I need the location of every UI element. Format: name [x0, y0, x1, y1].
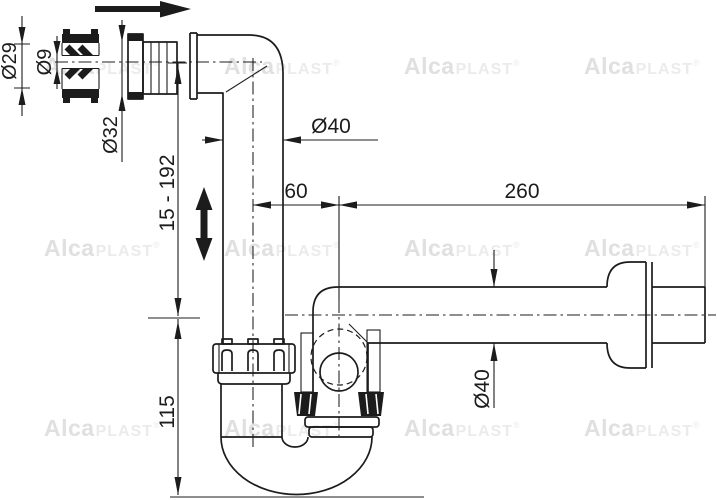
inlet-elbow-pipe [189, 32, 284, 344]
dim-trap-height: 115 [156, 319, 424, 498]
dim-inlet-inner: Ø9 [34, 36, 61, 89]
dim-label-pipe-top: Ø40 [311, 115, 351, 138]
dim-label-inlet-inner: Ø9 [34, 49, 56, 76]
dim-label-offset: 60 [284, 180, 307, 203]
brand-watermark: AlcaPLAST® [404, 415, 520, 441]
adjustable-height-arrow-icon [195, 187, 213, 261]
u-bend-outer [220, 436, 373, 496]
watermarks-layer: AlcaPLAST® AlcaPLAST® AlcaPLAST® AlcaPLAST®… [44, 53, 700, 441]
brand-watermark: AlcaPLAST® [584, 415, 700, 441]
brand-watermark: AlcaPLAST® [44, 415, 160, 441]
brand-watermark: AlcaPLAST® [224, 235, 340, 261]
dim-label-outlet-length: 260 [504, 180, 539, 203]
brand-watermark: AlcaPLAST® [224, 53, 340, 79]
inlet-reducer-fitting [61, 29, 100, 103]
flow-direction-arrow-icon [95, 1, 191, 18]
brand-watermark: AlcaPLAST® [584, 53, 700, 79]
brand-watermark: AlcaPLAST® [404, 235, 520, 261]
brand-watermark: AlcaPLAST® [44, 235, 160, 261]
dim-adjust-range: 15 - 192 [148, 62, 200, 319]
dim-label-adapter: Ø32 [100, 116, 122, 154]
dim-inlet-outer: Ø29 [0, 16, 30, 116]
dim-pipe-top: Ø40 [202, 115, 378, 144]
brand-watermark: AlcaPLAST® [584, 235, 700, 261]
inlet-union-nut [212, 343, 296, 374]
trap-body [212, 338, 373, 496]
u-bend-inner [281, 436, 309, 448]
dim-label-inlet-outer: Ø29 [0, 42, 21, 80]
brand-watermark: AlcaPLAST® [404, 53, 520, 79]
dim-label-trap-height: 115 [156, 395, 179, 428]
dim-outlet-dia: Ø40 [471, 250, 498, 409]
adapter-fitting [127, 33, 178, 100]
dim-label-adjust-range: 15 - 192 [156, 154, 179, 231]
dim-label-outlet-dia: Ø40 [471, 369, 494, 409]
outlet-pipe [312, 261, 706, 369]
centerlines [55, 58, 716, 447]
dim-adapter: Ø32 [100, 20, 126, 162]
dim-offset-and-length: 60 260 [253, 180, 706, 300]
